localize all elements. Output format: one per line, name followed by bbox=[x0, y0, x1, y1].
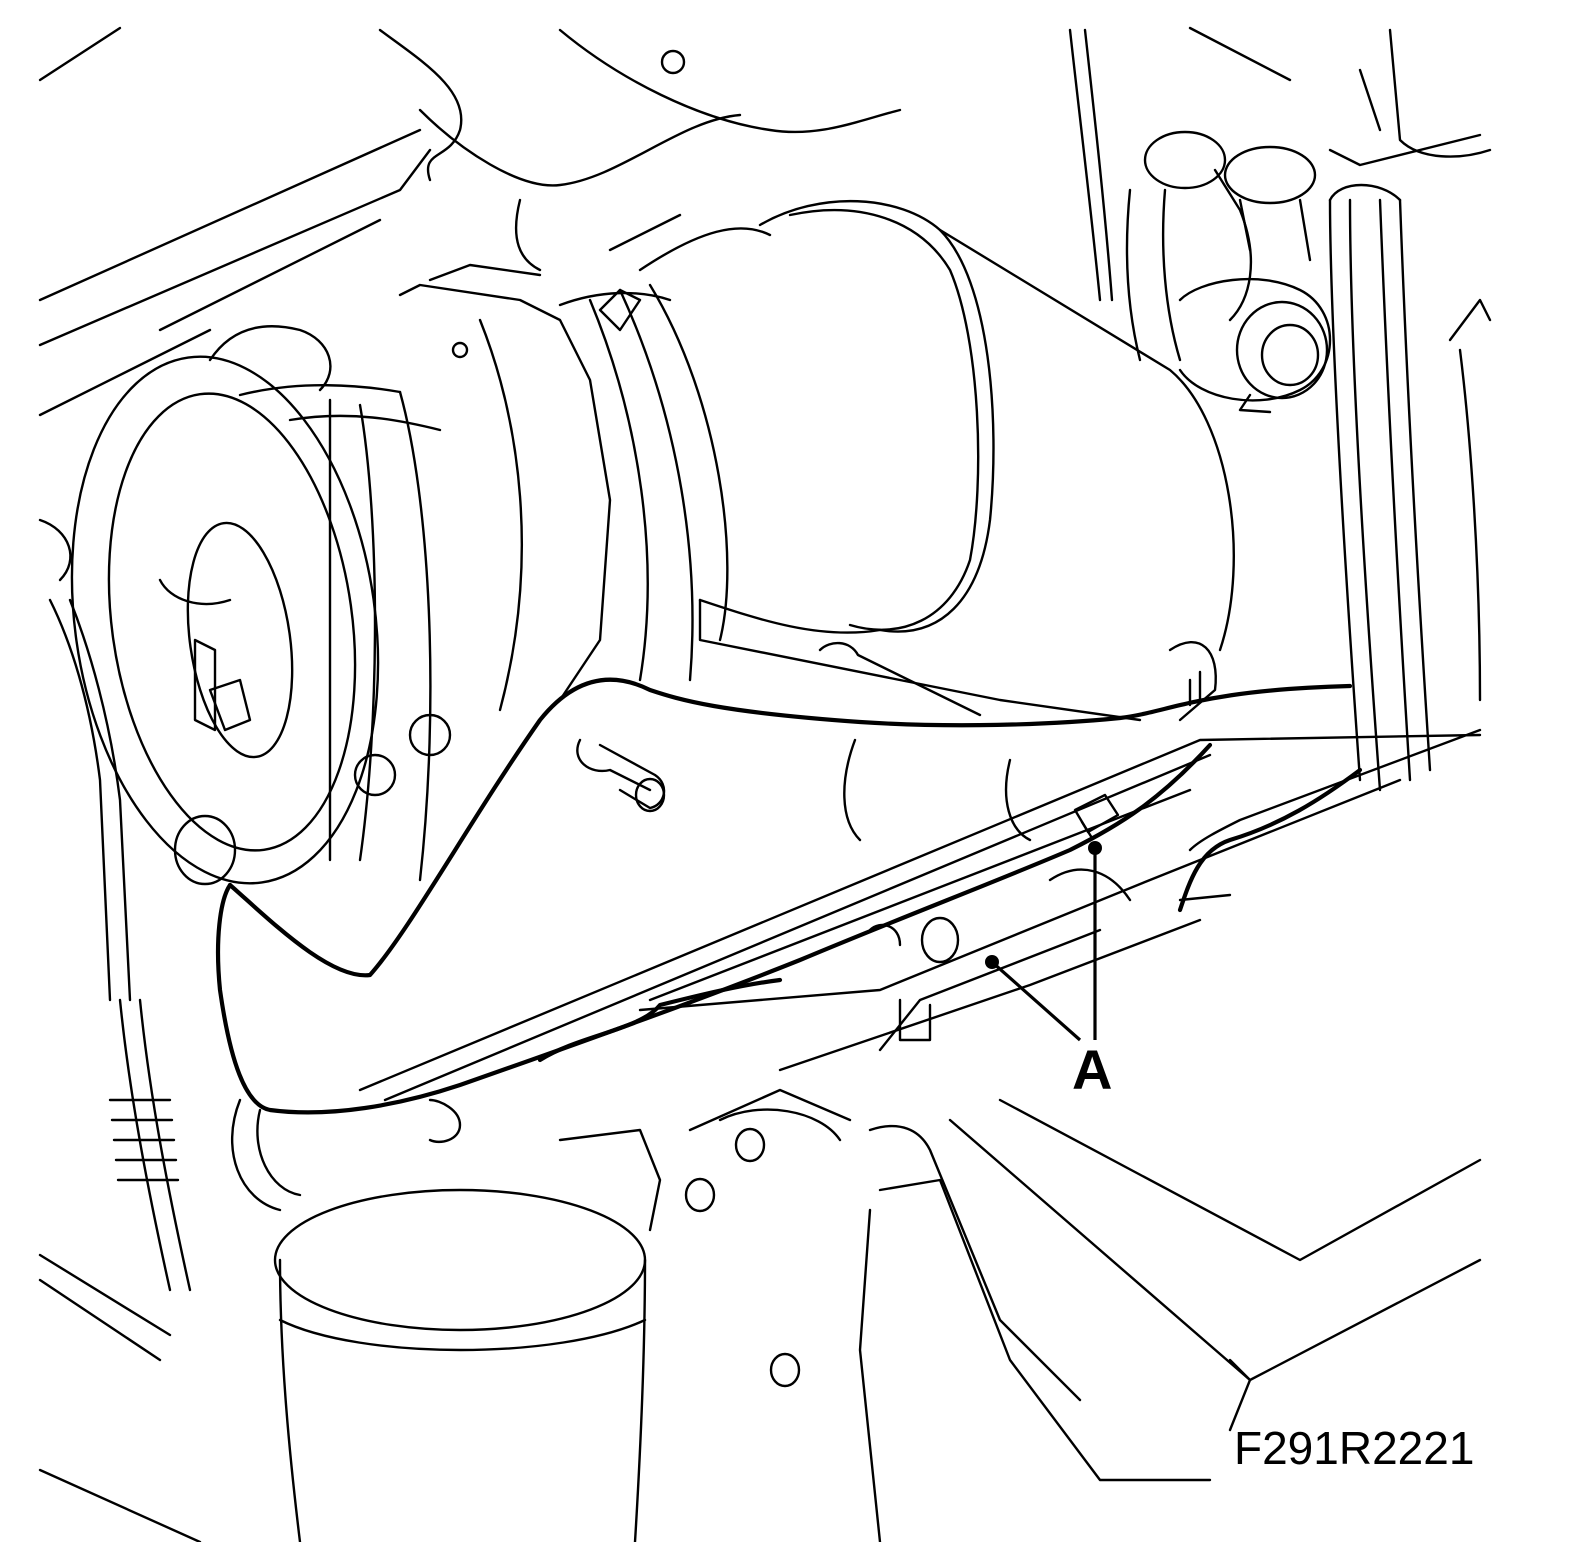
sensor-wire-clip-lower bbox=[576, 738, 666, 813]
lower-engine-components bbox=[38, 1088, 1482, 1542]
lower-left-components bbox=[38, 518, 252, 1362]
callout-label-a: A bbox=[1072, 1038, 1113, 1101]
exhaust-connection-pipe bbox=[558, 213, 772, 682]
sensor-wire-clip-upper bbox=[1073, 793, 1120, 840]
engine-upper-structure bbox=[38, 26, 1292, 417]
callout-a-leaders bbox=[985, 841, 1102, 1042]
turbocharger-housing bbox=[70, 263, 612, 885]
pressure-sensor-hose bbox=[215, 677, 1363, 1115]
particulate-filter-canister bbox=[698, 199, 1235, 842]
coolant-hoses bbox=[1125, 28, 1492, 792]
figure-id-label: F291R2221 bbox=[1234, 1422, 1475, 1474]
subframe-crossmember bbox=[358, 728, 1482, 1102]
